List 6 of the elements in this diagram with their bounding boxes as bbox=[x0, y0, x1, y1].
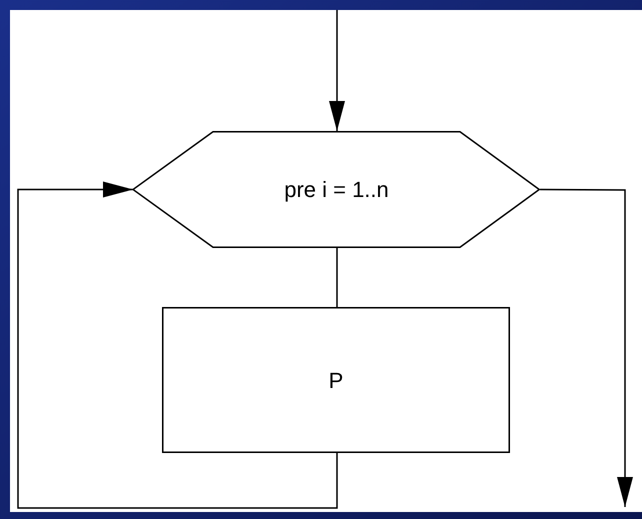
loop-condition: pre i = 1..n bbox=[284, 176, 389, 204]
connector-line bbox=[336, 248, 338, 307]
arrow bbox=[17, 182, 338, 509]
arrow bbox=[329, 10, 345, 131]
process-label: P bbox=[328, 366, 344, 394]
arrow bbox=[540, 188, 633, 507]
